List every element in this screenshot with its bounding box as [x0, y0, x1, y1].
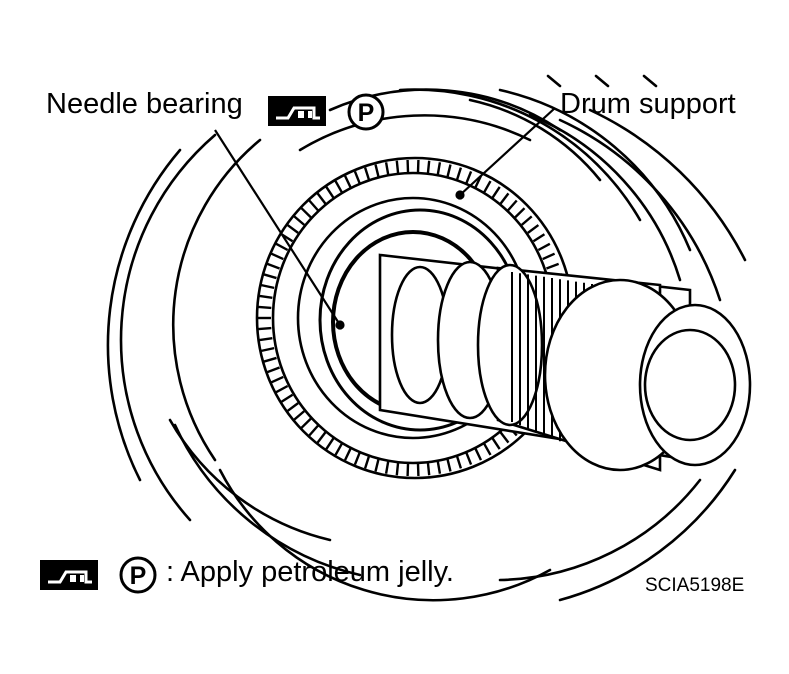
housing-arc	[498, 478, 702, 582]
needle-roller	[293, 410, 306, 421]
housing-arc	[558, 118, 722, 302]
needle-roller	[263, 356, 277, 363]
needle-roller	[395, 160, 400, 175]
needle-roller	[455, 167, 463, 181]
housing-arc	[588, 108, 747, 262]
grease-gun-icon	[40, 560, 98, 590]
housing-arc	[119, 133, 217, 522]
drum-support-label: Drum support	[560, 88, 736, 120]
needle-roller	[465, 170, 473, 185]
housing-arc	[171, 138, 262, 462]
needle-roller	[261, 346, 275, 353]
needle-roller	[455, 455, 463, 469]
needle-roller	[363, 455, 371, 469]
needle-roller	[374, 458, 380, 472]
needle-roller	[384, 460, 390, 474]
legend-text: : Apply petroleum jelly.	[166, 556, 454, 588]
needle-roller	[482, 180, 492, 194]
needle-roller	[520, 215, 533, 226]
housing-arc	[558, 468, 737, 602]
drum-support-leader	[459, 107, 556, 196]
spline-start	[476, 263, 544, 427]
needle-roller	[263, 273, 277, 280]
needle-roller	[499, 192, 510, 205]
needle-roller	[261, 283, 275, 290]
housing-arc	[173, 423, 362, 577]
needle-roller	[266, 262, 280, 270]
needle-roller	[300, 207, 312, 219]
needle-roller	[316, 431, 327, 444]
needle-roller	[426, 160, 431, 175]
needle-roller	[446, 164, 452, 178]
housing-arc	[498, 88, 692, 252]
needle-bearing-label: Needle bearing	[46, 88, 243, 120]
needle-roller	[316, 192, 327, 205]
needle-roller	[507, 199, 518, 212]
needle-roller	[343, 447, 352, 461]
svg-text:P: P	[358, 99, 375, 127]
needle-roller	[374, 164, 380, 178]
needle-roller	[537, 242, 551, 252]
housing-arc	[468, 98, 602, 182]
needle-roller	[527, 224, 540, 234]
needle-roller	[300, 417, 312, 429]
needle-roller	[334, 180, 344, 194]
needle-roller	[395, 461, 400, 476]
needle-roller	[363, 167, 371, 181]
needle-roller	[482, 442, 492, 456]
needle-roller	[343, 175, 352, 189]
needle-roller	[446, 458, 452, 472]
needle-roller	[308, 424, 319, 437]
drum-support-leader-dot	[455, 190, 465, 200]
needle-roller	[353, 451, 361, 466]
needle-roller	[465, 451, 473, 466]
needle-roller	[308, 199, 319, 212]
needle-roller	[546, 262, 560, 270]
needle-roller	[491, 437, 501, 450]
needle-roller	[258, 305, 272, 310]
needle-roller	[514, 207, 526, 219]
petroleum-jelly-icon: P	[347, 93, 385, 131]
needle-bearing-leader	[214, 129, 341, 326]
needle-roller	[334, 442, 344, 456]
needle-roller	[275, 242, 289, 252]
needle-roller	[325, 186, 335, 199]
housing-arc	[106, 148, 182, 482]
needle-roller	[542, 252, 556, 261]
needle-roller	[325, 437, 335, 450]
needle-roller	[286, 224, 299, 234]
needle-roller	[266, 366, 280, 374]
needle-roller	[474, 447, 483, 461]
shaft-end-bore	[643, 328, 737, 442]
needle-roller	[293, 215, 306, 226]
needle-roller	[286, 402, 299, 412]
housing-arc	[168, 418, 332, 542]
needle-roller	[436, 460, 442, 474]
needle-roller	[280, 393, 294, 403]
petroleum-jelly-icon: P	[119, 556, 157, 594]
svg-text:P: P	[130, 562, 147, 590]
needle-roller	[532, 233, 546, 243]
housing-arc	[218, 468, 552, 602]
needle-roller	[270, 252, 284, 261]
needle-roller	[491, 186, 501, 199]
grease-gun-icon	[268, 96, 326, 126]
needle-roller	[270, 375, 284, 384]
needle-roller	[353, 170, 361, 185]
needle-roller	[259, 294, 273, 300]
needle-roller	[436, 162, 442, 176]
needle-roller	[384, 162, 390, 176]
needle-roller	[275, 384, 289, 394]
needle-roller	[258, 326, 272, 331]
housing-arc	[298, 114, 532, 152]
figure-code: SCIA5198E	[645, 575, 745, 596]
needle-roller	[426, 461, 431, 476]
needle-roller	[259, 336, 273, 342]
needle-roller	[499, 431, 510, 444]
needle-bearing-leader-dot	[335, 320, 345, 330]
